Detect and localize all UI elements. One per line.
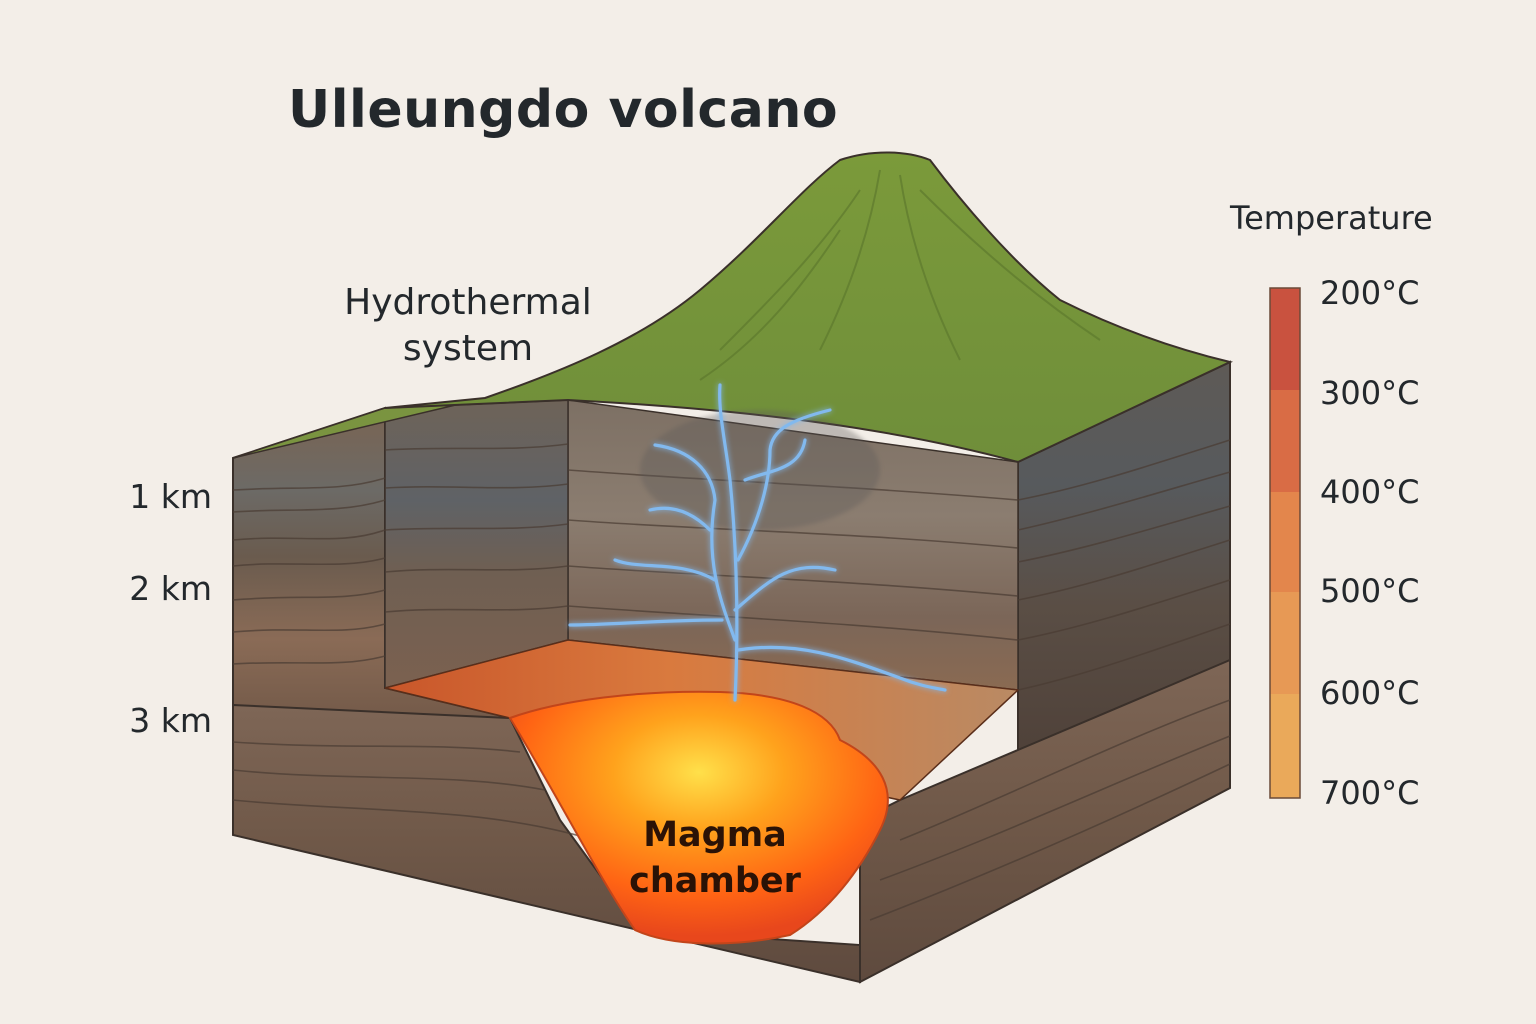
cutaway-left-wall xyxy=(384,399,569,689)
mountain-surface xyxy=(384,151,1233,464)
temperature-color-bar xyxy=(1269,287,1301,799)
legend-label-400: 400°C xyxy=(1320,473,1420,511)
temperature-swatch-600 xyxy=(1270,694,1300,798)
temperature-swatch-500 xyxy=(1270,592,1300,694)
depth-label-2km: 2 km xyxy=(129,569,212,608)
legend-label-300: 300°C xyxy=(1320,374,1420,412)
legend-label-700: 700°C xyxy=(1320,774,1420,812)
hydrothermal-veins xyxy=(568,383,947,702)
hydrothermal-haze xyxy=(640,410,880,530)
temperature-swatch-400 xyxy=(1270,492,1300,592)
temperature-swatch-300 xyxy=(1270,390,1300,492)
legend-label-200: 200°C xyxy=(1320,274,1420,312)
magma-chamber xyxy=(508,690,889,945)
mountain-ridges xyxy=(699,169,1101,381)
rock-strata xyxy=(232,439,1231,921)
temperature-swatch-200 xyxy=(1270,288,1300,390)
depth-label-3km: 3 km xyxy=(129,701,212,740)
legend-label-600: 600°C xyxy=(1320,674,1420,712)
diagram-title: Ulleungdo volcano xyxy=(288,80,839,140)
temperature-legend-title: Temperature xyxy=(1230,199,1433,237)
legend-label-500: 500°C xyxy=(1320,572,1420,610)
depth-label-1km: 1 km xyxy=(129,477,212,516)
magma-chamber-label: Magma chamber xyxy=(629,815,801,901)
hydrothermal-system-label: Hydrothermal system xyxy=(344,282,592,369)
